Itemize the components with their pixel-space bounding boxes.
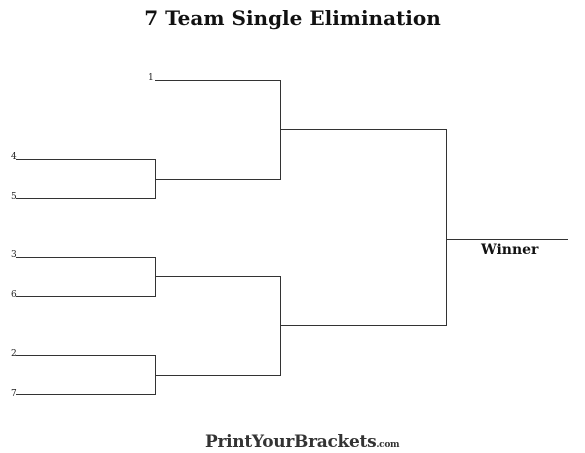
seed-label-2: 2 (11, 349, 17, 359)
brand-logo: PrintYourBrackets.com (205, 432, 400, 452)
brand-suffix: .com (376, 440, 400, 450)
seed-label-1: 1 (148, 73, 154, 83)
seed-label-4: 4 (11, 152, 17, 162)
brand-name: PrintYourBrackets (205, 432, 377, 452)
page-title: 7 Team Single Elimination (144, 6, 441, 30)
seed-label-6: 6 (11, 290, 17, 300)
seed-label-3: 3 (11, 250, 17, 260)
seed-label-5: 5 (11, 192, 17, 202)
winner-label: Winner (481, 242, 539, 258)
seed-label-7: 7 (11, 389, 17, 399)
